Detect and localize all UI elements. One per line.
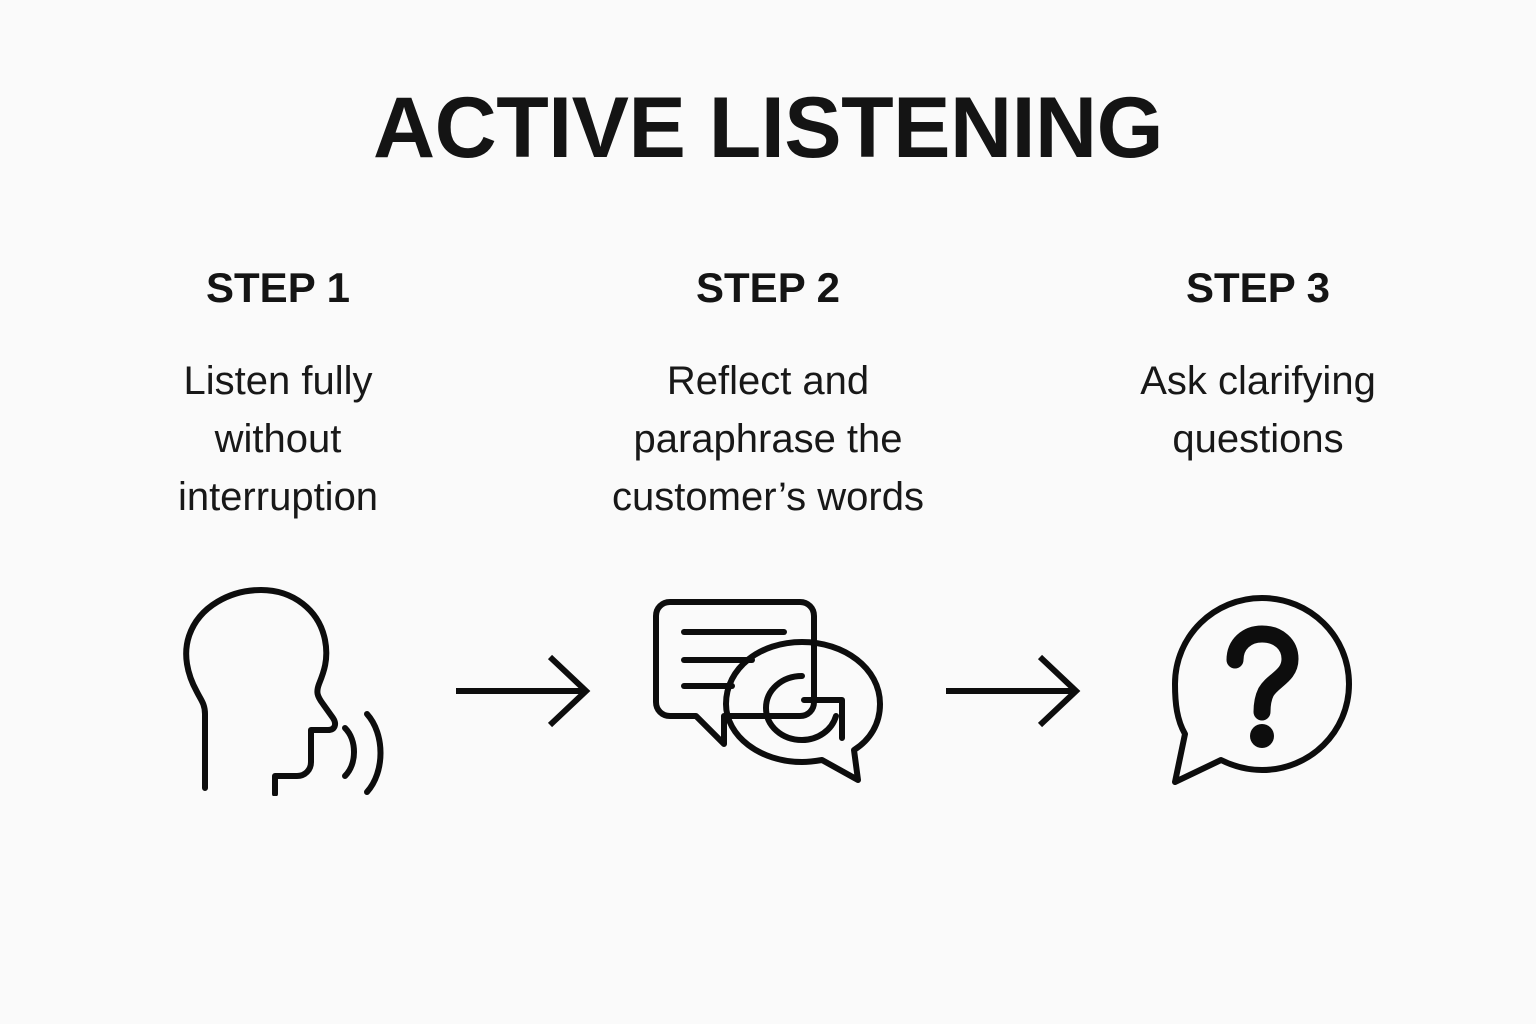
connector-1-cell xyxy=(428,576,618,806)
step-column-1: STEP 1 Listen fully without interruption xyxy=(128,264,428,526)
connector-2-cell xyxy=(918,576,1108,806)
step-1-description-line-1: Listen fully xyxy=(183,359,373,403)
question-speech-bubble-icon xyxy=(1163,594,1353,788)
step-column-2: STEP 2 Reflect and paraphrase the custom… xyxy=(612,264,924,526)
step-3-icon-cell xyxy=(1108,576,1408,806)
step-1-description-line-3: interruption xyxy=(177,475,379,519)
step-3-description-line-2: questions xyxy=(1172,417,1344,461)
step-2-icon-cell xyxy=(618,576,918,806)
step-1-heading: STEP 1 xyxy=(206,264,350,311)
step-1-icon-cell xyxy=(128,576,428,806)
step-column-3: STEP 3 Ask clarifying questions xyxy=(1108,264,1408,468)
page-title: ACTIVE LISTENING xyxy=(373,80,1163,176)
arrow-right-icon-1 xyxy=(452,651,594,731)
step-3-description-line-1: Ask clarifying xyxy=(1140,359,1376,403)
step-2-description-line-1: Reflect and xyxy=(666,359,870,403)
step-2-description: Reflect and paraphrase the customer’s wo… xyxy=(612,352,924,526)
arrow-right-icon-2 xyxy=(942,651,1084,731)
step-2-heading: STEP 2 xyxy=(696,264,840,311)
chat-bubbles-refresh-icon xyxy=(652,598,884,784)
speaking-head-icon xyxy=(171,586,386,796)
step-1-description-line-2: without xyxy=(214,417,342,461)
steps-icon-row xyxy=(0,576,1536,806)
step-3-description: Ask clarifying questions xyxy=(1140,352,1376,468)
step-3-heading: STEP 3 xyxy=(1186,264,1330,311)
steps-text-row: STEP 1 Listen fully without interruption… xyxy=(0,264,1536,526)
step-2-description-line-2: paraphrase the xyxy=(633,417,903,461)
step-2-description-line-3: customer’s words xyxy=(612,475,924,519)
step-1-description: Listen fully without interruption xyxy=(178,352,378,526)
